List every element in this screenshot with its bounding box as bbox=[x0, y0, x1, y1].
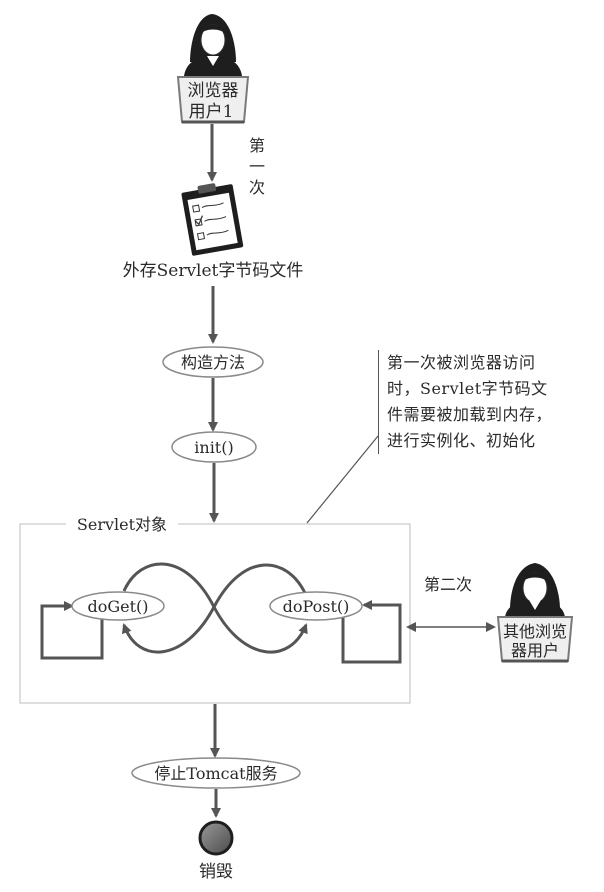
dopost-node bbox=[269, 591, 363, 621]
doget-label: doGet() bbox=[87, 597, 148, 616]
note-line-1: 第一次被浏览器访问 bbox=[387, 353, 536, 372]
constructor-label: 构造方法 bbox=[181, 353, 245, 372]
request-loop-curves bbox=[121, 562, 308, 654]
dopost-label: doPost() bbox=[283, 597, 350, 616]
constructor-node bbox=[162, 346, 264, 378]
dopost-self-loop bbox=[341, 600, 402, 664]
note-line-4: 进行实例化、初始化 bbox=[387, 431, 536, 450]
second-visit-label: 第二次 bbox=[424, 575, 472, 594]
doget-node bbox=[71, 591, 165, 621]
servlet-object-frame bbox=[19, 523, 411, 704]
stop-service-node bbox=[131, 757, 301, 789]
stop-service-label: 停止Tomcat服务 bbox=[154, 764, 277, 783]
user1-avatar-icon bbox=[184, 14, 242, 76]
init-label: init() bbox=[194, 438, 233, 457]
other-users-avatar-icon bbox=[505, 563, 565, 617]
other-users-label-line1: 其他浏览 bbox=[503, 622, 567, 641]
end-state-node bbox=[198, 820, 234, 856]
destroy-label: 销毁 bbox=[199, 862, 233, 882]
user1-label-line2: 用户1 bbox=[189, 102, 234, 122]
note-connector-line bbox=[306, 435, 379, 524]
init-node bbox=[171, 431, 257, 463]
servlet-object-title: Servlet对象 bbox=[77, 515, 167, 534]
lifecycle-note: 第一次被浏览器访问 时，Servlet字节码文 件需要被加载到内存， 进行实例化… bbox=[378, 350, 601, 454]
bytecode-file-label: 外存Servlet字节码文件 bbox=[123, 261, 304, 281]
first-visit-char-1: 第 bbox=[249, 136, 265, 155]
user1-card bbox=[176, 76, 250, 124]
user1-label-line1: 浏览器 bbox=[188, 81, 239, 101]
doget-self-loop bbox=[40, 601, 104, 660]
first-visit-char-2: 一 bbox=[249, 157, 265, 176]
note-line-2: 时，Servlet字节码文 bbox=[387, 379, 548, 398]
other-users-label-line2: 器用户 bbox=[511, 641, 559, 660]
bytecode-file-icon bbox=[181, 183, 244, 256]
other-users-card bbox=[496, 616, 574, 663]
first-visit-char-3: 次 bbox=[249, 178, 265, 197]
servlet-object-title-bg bbox=[66, 514, 178, 534]
note-line-3: 件需要被加载到内存， bbox=[387, 405, 553, 424]
